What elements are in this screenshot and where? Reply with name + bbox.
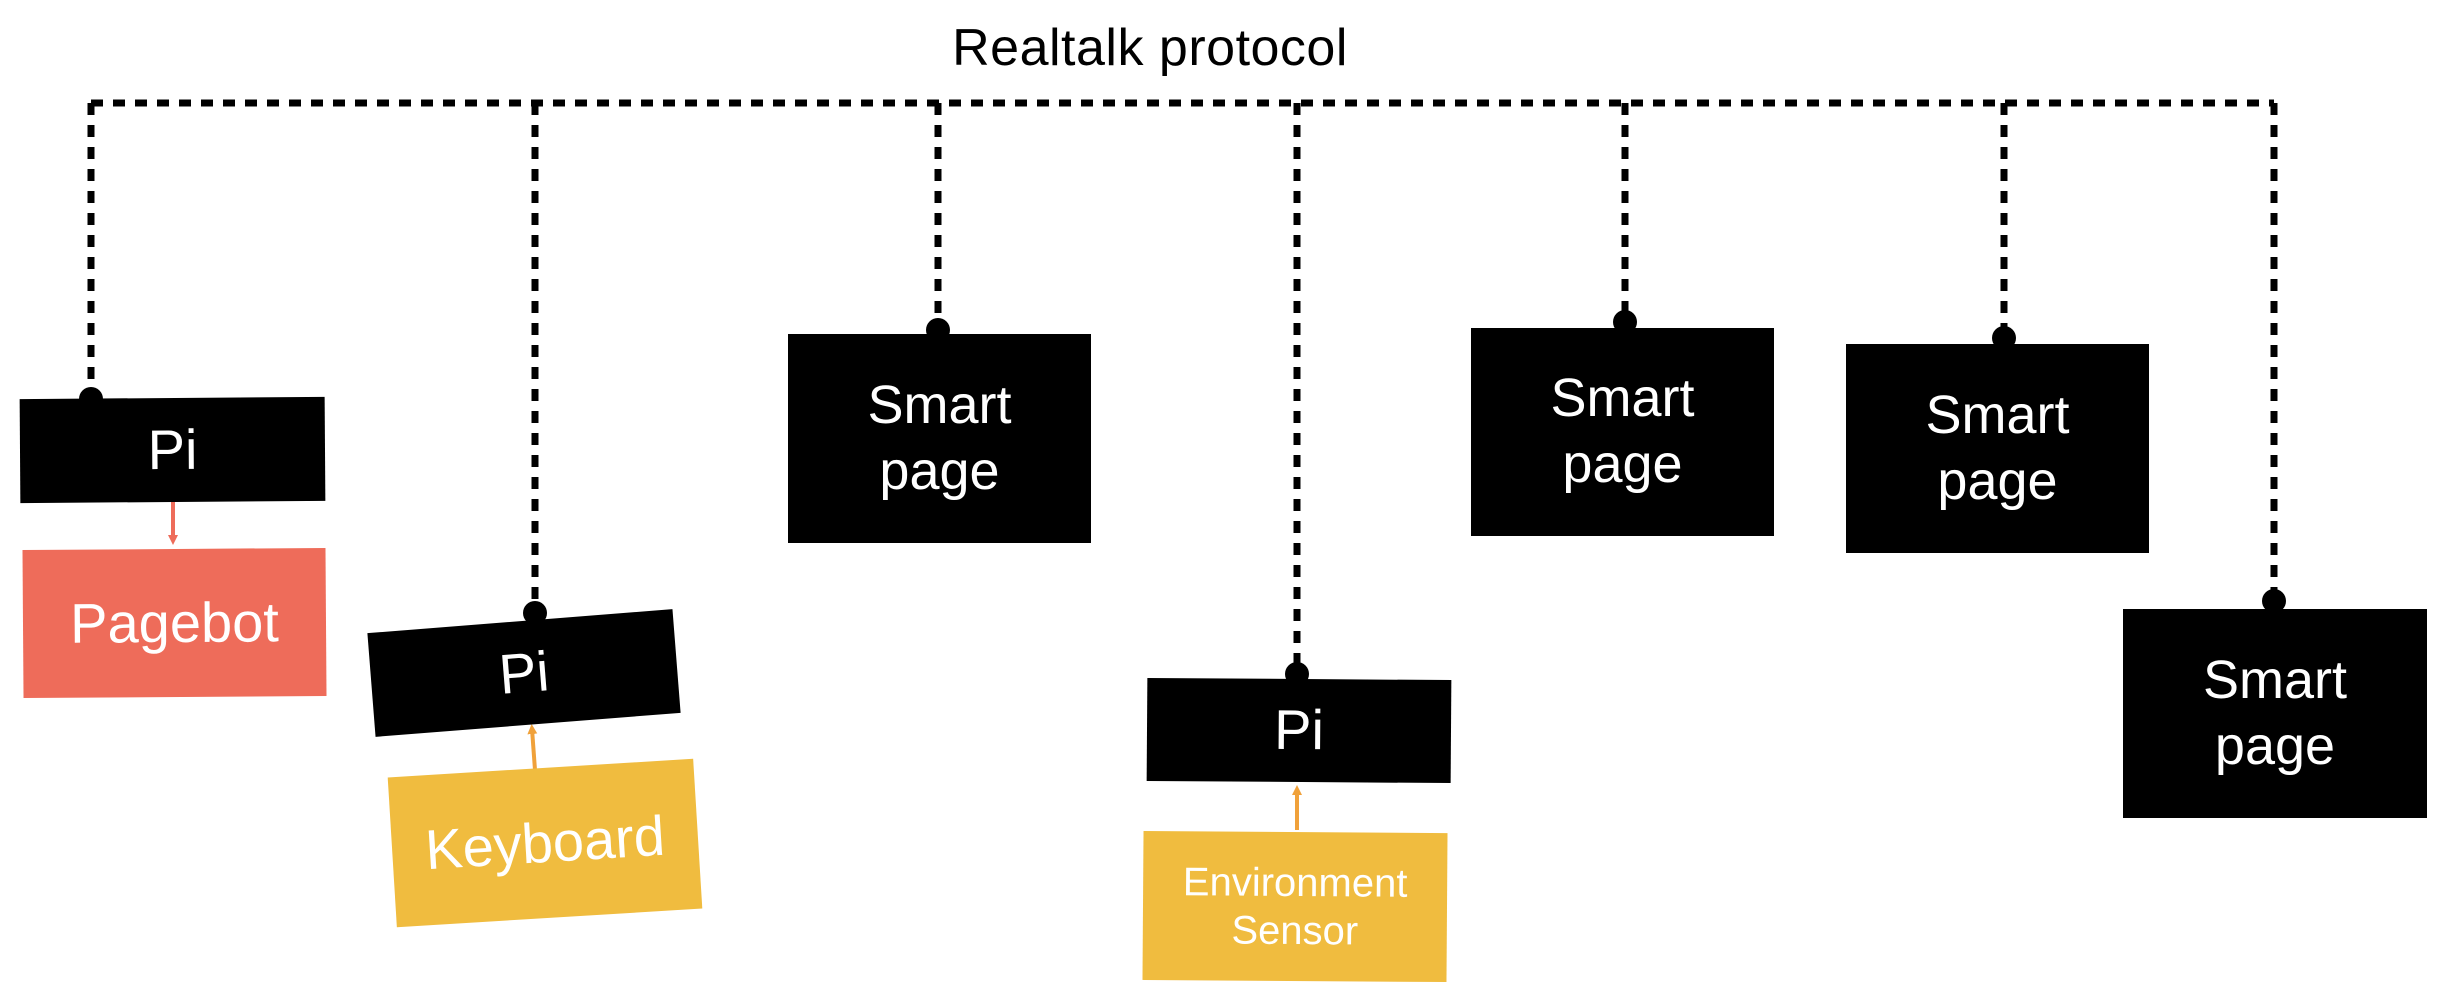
- connector-dot: [2262, 589, 2286, 613]
- smart-page-node-3: Smart page: [1846, 344, 2149, 553]
- smart-page-node-1-label: Smart page: [867, 374, 1012, 501]
- keyboard-node: Keyboard: [387, 758, 703, 928]
- smart-page-node-1: Smart page: [788, 334, 1091, 543]
- environment-sensor-node: Environment Sensor: [1142, 830, 1448, 983]
- pagebot-node-label: Pagebot: [69, 590, 280, 655]
- protocol-title: Realtalk protocol: [952, 19, 1348, 77]
- smart-page-node-2: Smart page: [1471, 328, 1774, 536]
- pi-node-3: Pi: [1146, 677, 1452, 784]
- pagebot-node: Pagebot: [22, 547, 327, 699]
- smart-page-node-3-label: Smart page: [1925, 384, 2070, 511]
- smart-page-node-4: Smart page: [2123, 609, 2427, 818]
- smart-page-node-2-label: Smart page: [1550, 368, 1695, 494]
- pi-node-1: Pi: [19, 396, 326, 504]
- arrow-keyboard-to-pi: [527, 724, 538, 771]
- smart-page-node-4-label: Smart page: [2202, 649, 2348, 776]
- environment-sensor-node-label: Environment Sensor: [1182, 859, 1408, 953]
- pi-node-2-label: Pi: [496, 638, 552, 706]
- pi-node-1-label: Pi: [147, 417, 198, 482]
- keyboard-node-label: Keyboard: [423, 803, 667, 882]
- pi-node-3-label: Pi: [1273, 698, 1325, 762]
